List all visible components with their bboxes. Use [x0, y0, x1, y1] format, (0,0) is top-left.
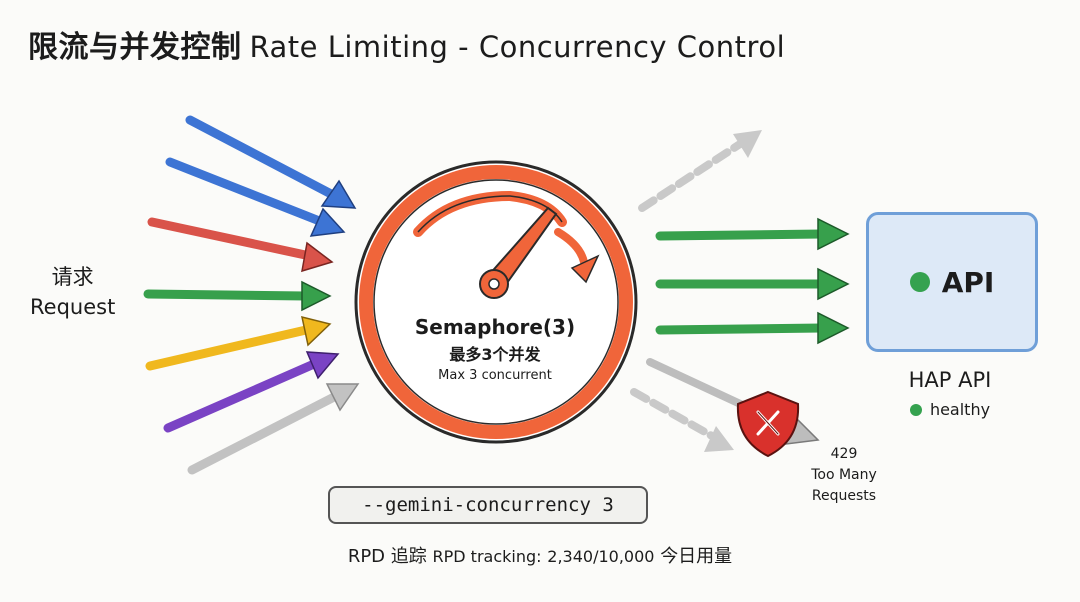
arrow-out-gray-dashed-down [630, 388, 734, 452]
title-cn: 限流与并发控制 [28, 30, 242, 65]
request-label: 请求 Request [30, 262, 115, 322]
request-cn: 请求 [51, 265, 94, 289]
healthy-dot-icon [909, 403, 922, 416]
arrow-in-red [147, 217, 334, 273]
error-label: 429 Too Many Requests [784, 444, 904, 507]
error-line1: Too Many [811, 467, 877, 483]
semaphore [354, 160, 638, 444]
arrow-in-yellow [145, 315, 332, 371]
title-en: Rate Limiting - Concurrency Control [249, 30, 786, 64]
arrow-in-purple [163, 351, 340, 433]
arrow-in-green [143, 280, 332, 312]
arrow-out-green-3 [655, 311, 850, 345]
x-shield-icon [736, 390, 800, 458]
hap-api-label: HAP API healthy [890, 368, 1010, 419]
semaphore-en: Max 3 concurrent [438, 368, 552, 383]
rpd-tracking: RPD 追踪 RPD tracking: 2,340/10,000 今日用量 [240, 542, 840, 568]
request-en: Request [30, 295, 116, 319]
rpd-suffix: 今日用量 [660, 546, 733, 567]
arrow-out-green-2 [655, 267, 850, 301]
error-code: 429 [830, 446, 858, 462]
incoming-arrows [143, 115, 360, 475]
health-status-text: healthy [929, 400, 991, 419]
gauge-icon [413, 190, 600, 299]
rpd-prefix: RPD 追踪 [347, 546, 427, 567]
arrow-in-blue-1 [185, 115, 357, 209]
arrow-out-gray-dashed-up [638, 130, 762, 212]
semaphore-name: Semaphore(3) [414, 315, 576, 339]
semaphore-cn: 最多3个并发 [449, 345, 541, 364]
rpd-value: 2,340/10,000 [547, 547, 655, 566]
command-box: --gemini-concurrency 3 [328, 486, 648, 524]
status-dot-icon [909, 272, 930, 292]
arrow-in-blue-2 [165, 157, 346, 237]
health-status: healthy [890, 400, 1010, 419]
api-box: API [866, 212, 1038, 352]
error-line2: Requests [811, 488, 877, 504]
semaphore-label: Semaphore(3) 最多3个并发 Max 3 concurrent [395, 315, 595, 383]
command-text: --gemini-concurrency 3 [362, 494, 614, 516]
arrow-in-gray [187, 383, 360, 475]
hap-api-name: HAP API [908, 368, 992, 392]
rpd-en: RPD tracking: [432, 547, 542, 566]
arrow-out-green-1 [655, 217, 850, 251]
api-box-label: API [941, 265, 995, 299]
